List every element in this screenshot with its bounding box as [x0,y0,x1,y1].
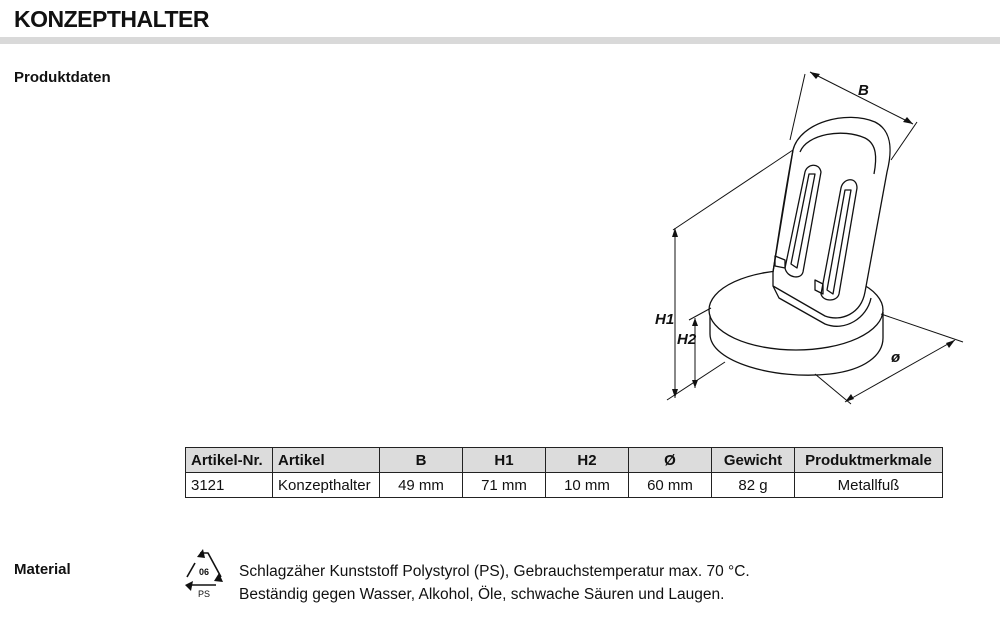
material-line-2: Beständig gegen Wasser, Alkohol, Öle, sc… [239,586,725,603]
table-row: 3121 Konzepthalter 49 mm 71 mm 10 mm 60 … [185,472,943,498]
col-header-article-no: Artikel-Nr. [185,447,273,473]
cell-diameter: 60 mm [628,472,712,498]
table-header-row: Artikel-Nr. Artikel B H1 H2 Ø Gewicht Pr… [185,447,943,473]
cell-h1: 71 mm [462,472,546,498]
cell-h2: 10 mm [545,472,629,498]
col-header-b: B [379,447,463,473]
col-header-features: Produktmerkmale [794,447,943,473]
dim-label-b: B [858,82,869,99]
col-header-article: Artikel [272,447,380,473]
cell-features: Metallfuß [794,472,943,498]
dim-label-diameter: ø [891,349,900,366]
col-header-weight: Gewicht [711,447,795,473]
recycle-icon: 06 PS [185,549,223,599]
col-header-h1: H1 [462,447,546,473]
cell-article-no: 3121 [185,472,273,498]
product-data-heading: Produktdaten [14,69,111,86]
product-spec-table: Artikel-Nr. Artikel B H1 H2 Ø Gewicht Pr… [185,447,943,498]
title-divider [0,37,1000,44]
page-title: KONZEPTHALTER [14,6,209,32]
material-description: Schlagzäher Kunststoff Polystyrol (PS), … [239,560,750,606]
dim-label-h2: H2 [677,331,697,348]
material-line-1: Schlagzäher Kunststoff Polystyrol (PS), … [239,563,750,580]
cell-b: 49 mm [379,472,463,498]
col-header-h2: H2 [545,447,629,473]
recycle-code: 06 [199,567,209,577]
cell-weight: 82 g [711,472,795,498]
product-technical-drawing: B H1 H2 ø [655,71,964,405]
col-header-diameter: Ø [628,447,712,473]
recycle-abbr: PS [198,589,210,599]
cell-article: Konzepthalter [272,472,380,498]
dim-label-h1: H1 [655,311,674,328]
material-heading: Material [14,561,71,578]
stand-body [772,116,891,327]
